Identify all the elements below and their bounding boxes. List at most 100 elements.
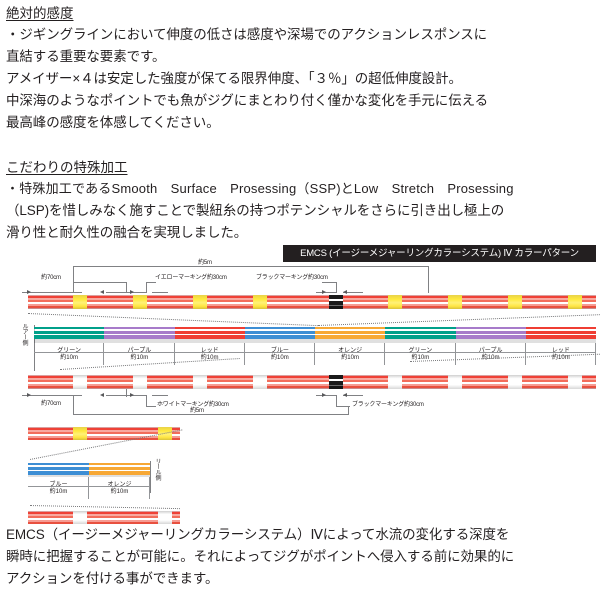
color-segment-レッド: [525, 327, 596, 343]
row3-marking-white: [133, 375, 147, 389]
row3-black-arrow-left-icon: [343, 393, 347, 397]
section-emcs-explanation: EMCS（イージーメジャーリングカラーシステム）Ⅳによって水流の変化する深度を …: [0, 524, 600, 590]
color-segment-オレンジ: [315, 327, 386, 343]
row3-black-arrow-line-r: [343, 395, 363, 396]
color-segment-rule: [385, 352, 456, 353]
row1-start-arrow-right-icon: [27, 290, 31, 294]
color-segment-rule: [244, 352, 315, 353]
row1-marking-yellow: [508, 295, 522, 309]
color-segment-name: グリーン: [57, 348, 81, 354]
row3-marking-white: [253, 375, 267, 389]
color-segment-name: パープル: [478, 348, 503, 354]
color-segment-legend-cell: ブルー約10m: [28, 477, 89, 501]
color-segment-divider: [173, 343, 175, 365]
row1-marking-yellow: [253, 295, 267, 309]
row1-marking-yellow: [388, 295, 402, 309]
row3-black-callout-lead: [336, 406, 350, 407]
emcs-color-pattern-figure: EMCS (イージーメジャーリングカラーシステム) Ⅳ カラーパターン 約5m …: [0, 243, 600, 528]
detail-source-braid-line-2: [28, 511, 180, 524]
color-segment-rule: [34, 352, 105, 353]
color-segment-オレンジ: [89, 463, 150, 477]
color-segment-divider: [595, 343, 596, 365]
row1-braid-line: [28, 295, 596, 309]
color-segment-ブルー: [244, 327, 315, 343]
row3-white-arrow-line-r: [152, 395, 168, 396]
row3-total-tick-left: [73, 407, 74, 415]
color-segment-divider: [454, 343, 456, 365]
row1-start-label: 約70cm: [41, 275, 61, 281]
row1-yellow-callout-lead: [146, 282, 156, 283]
color-segment-length: 約10m: [130, 355, 149, 361]
color-segment-divider: [149, 477, 150, 499]
color-segment-length: 約10m: [60, 355, 78, 361]
color-segment-legend-cell: レッド約10m: [525, 343, 596, 369]
color-segment-rule: [174, 352, 245, 353]
color-segment-グリーン: [385, 327, 456, 343]
color-segment-length: 約10m: [481, 355, 500, 361]
section3-paragraph: EMCS（イージーメジャーリングカラーシステム）Ⅳによって水流の変化する深度を …: [6, 524, 594, 590]
row3-total-dim-line: [73, 414, 348, 415]
color-segment-legend-cell: オレンジ約10m: [315, 343, 386, 369]
section3-line-1: EMCS（イージーメジャーリングカラーシステム）Ⅳによって水流の変化する深度を: [6, 527, 510, 542]
row1-black-callout-tick: [336, 282, 337, 293]
color-segment-legend-cell: ブルー約10m: [244, 343, 315, 369]
row3-marking-white: [193, 375, 207, 389]
detail-right-boundary: [150, 461, 151, 493]
color-segment-legend-cell: パープル約10m: [104, 343, 175, 369]
row3-white-marking-label: ホワイトマーキング約30cm: [157, 402, 229, 408]
color-segment-レッド: [174, 327, 245, 343]
row1-start-dim-line: [73, 282, 126, 283]
section3-line-3: アクションを付ける事ができます。: [6, 571, 219, 586]
row3-total-label: 約5m: [190, 408, 204, 414]
row3-start-arrow-right-icon: [27, 393, 31, 397]
reel-side-label: リール側: [154, 458, 160, 480]
row3-black-callout-tick: [336, 395, 337, 406]
detail-source-braid-line: [28, 427, 180, 440]
row1-black-marking-label: ブラックマーキング約30cm: [256, 275, 328, 281]
row1-yellow-arrow-right-icon: [130, 290, 134, 294]
section1-line-4: 中深海のようなポイントでも魚がジグにまとわり付く僅かな変化を手元に伝える: [6, 93, 488, 108]
emcs-title-bar: EMCS (イージーメジャーリングカラーシステム) Ⅳ カラーパターン: [283, 245, 596, 262]
row1-start-arrow-line-l: [22, 292, 82, 293]
color-segment-rule: [89, 486, 150, 487]
row1-marking-black: [329, 295, 343, 309]
row1-marking-yellow: [193, 295, 207, 309]
row1-yellow-callout-tick: [146, 282, 147, 293]
section-absolute-sensitivity: 絶対的感度 ・ジギングラインにおいて伸度の低さは感度や深場でのアクションレスポン…: [0, 4, 600, 134]
color-segment-divider: [243, 343, 245, 365]
color-segment-パープル: [455, 327, 526, 343]
row1-black-arrow-right-icon: [322, 290, 326, 294]
color-segment-length: 約10m: [49, 489, 68, 495]
color-segment-name: パープル: [127, 348, 152, 354]
row3-white-callout-tick: [146, 395, 147, 406]
row1-yellow-arrow-line-l: [124, 292, 146, 293]
row3-marking-white: [388, 375, 402, 389]
row3-white-arrow-line-l: [124, 395, 146, 396]
row1-marking-yellow: [448, 295, 462, 309]
color-segment-name: レッド: [551, 348, 570, 354]
color-segment-legend-cell: オレンジ約10m: [89, 477, 150, 501]
row3-marking-white: [448, 375, 462, 389]
row1-yellow-arrow-line-r: [152, 292, 168, 293]
row3-start-tick-left: [73, 395, 74, 409]
color-segment-ブルー: [28, 463, 89, 477]
row1-black-arrow-line-l: [316, 292, 336, 293]
color-segment-rule: [315, 352, 386, 353]
color-segment-パープル: [104, 327, 175, 343]
color-segment-name: オレンジ: [107, 482, 132, 488]
detail-return-lead-line: [29, 505, 180, 510]
section2-heading: こだわりの特殊加工: [6, 160, 128, 175]
section1-line-5: 最高峰の感度を体感してください。: [6, 115, 220, 130]
row3-start-arrow-line-l: [22, 395, 82, 396]
color-segment-length: 約10m: [341, 355, 359, 361]
color-segment-line: [34, 327, 596, 343]
row1-total-tick-left: [73, 266, 74, 293]
row1-to-row2-lead-line: [27, 313, 318, 327]
row1-start-tick: [126, 282, 127, 293]
color-segment-divider: [88, 477, 89, 499]
section2-paragraph: ・特殊加工であるSmooth Surface Prosessing（SSP)とL…: [6, 178, 594, 244]
row1-marking-yellow: [133, 295, 147, 309]
